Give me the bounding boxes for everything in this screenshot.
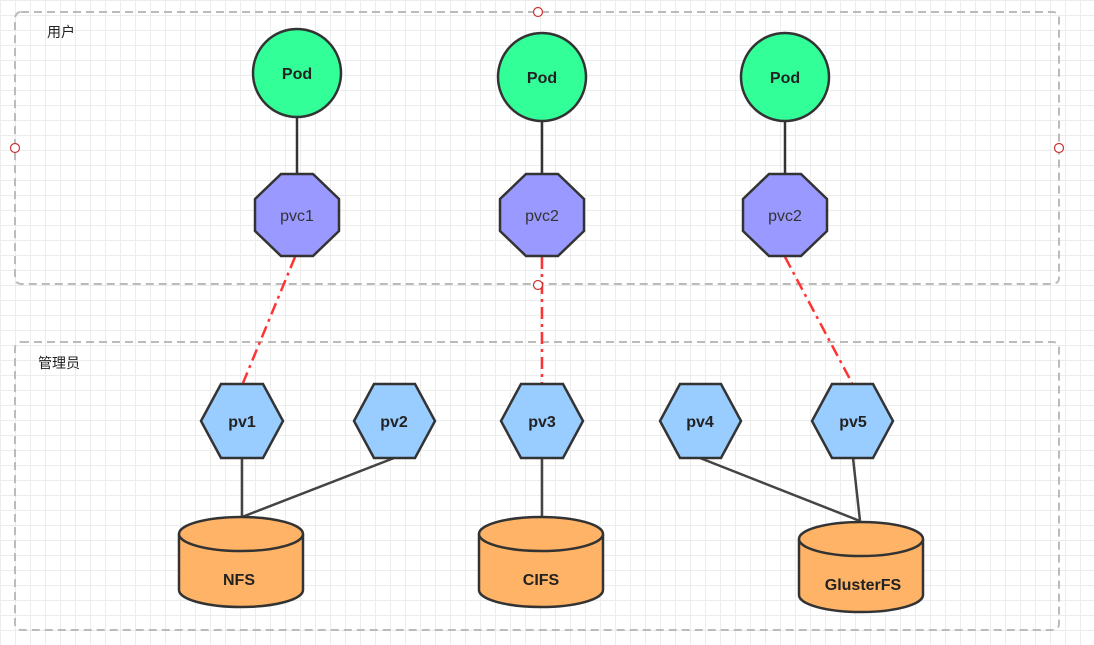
pvc-node-2[interactable] [498, 172, 586, 258]
pv-label-3: pv3 [528, 414, 556, 431]
storage-label-cifs: CIFS [523, 572, 560, 589]
user-group-label: 用户 [47, 24, 75, 41]
pvc-label-1: pvc1 [280, 208, 314, 225]
pod-node-2[interactable] [496, 31, 588, 123]
pvc-label-3: pvc2 [768, 208, 802, 225]
pvc-node-3[interactable] [741, 172, 829, 258]
pod-label-3: Pod [770, 70, 800, 87]
pv-label-1: pv1 [228, 414, 256, 431]
binding-pvc1-pv1[interactable] [241, 256, 297, 384]
pod-label-2: Pod [527, 70, 557, 87]
pod-node-3[interactable] [739, 31, 831, 123]
storage-node-glusterfs[interactable] [797, 520, 925, 614]
pv-node-1[interactable] [199, 382, 285, 460]
resize-handle-right[interactable] [1053, 142, 1065, 154]
connector-pv5-glusterfs[interactable] [851, 457, 862, 522]
storage-node-cifs[interactable] [477, 515, 605, 609]
resize-handle-left[interactable] [9, 142, 21, 154]
pv-node-5[interactable] [810, 382, 895, 460]
connector-pv4-glusterfs[interactable] [699, 456, 861, 523]
resize-handle-bottom[interactable] [532, 279, 544, 291]
pv-node-3[interactable] [499, 382, 585, 460]
pv-node-2[interactable] [352, 382, 437, 460]
storage-label-glusterfs: GlusterFS [825, 577, 902, 594]
pv-label-5: pv5 [839, 414, 867, 431]
resize-handle-top[interactable] [532, 6, 544, 18]
pv-label-2: pv2 [380, 414, 408, 431]
pod-node-1[interactable] [251, 27, 343, 119]
pv-label-4: pv4 [686, 414, 714, 431]
pv-node-4[interactable] [658, 382, 743, 460]
binding-pvc3-pv5[interactable] [783, 256, 854, 384]
admin-group-label: 管理员 [38, 356, 80, 372]
storage-node-nfs[interactable] [177, 515, 305, 609]
pod-label-1: Pod [282, 66, 312, 83]
pvc-label-2: pvc2 [525, 208, 559, 225]
connector-pv2-nfs[interactable] [241, 456, 395, 519]
pvc-node-1[interactable] [253, 172, 341, 258]
storage-label-nfs: NFS [223, 572, 255, 589]
